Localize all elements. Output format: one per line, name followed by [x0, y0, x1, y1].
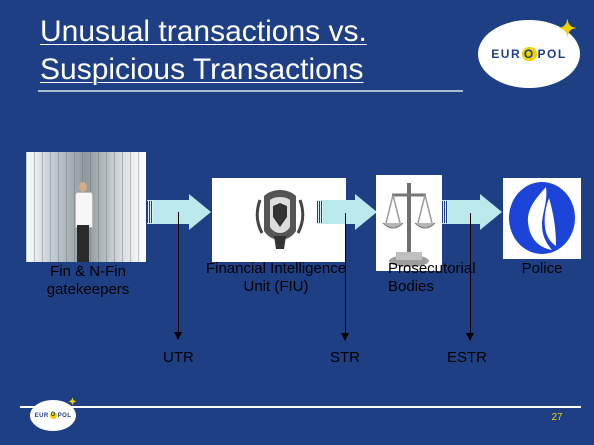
node-label-prosecutorial: Prosecutorial Bodies	[388, 260, 476, 295]
slide-title-line-2: Suspicious Transactions	[40, 53, 364, 86]
str-connector	[341, 213, 349, 341]
stars-icon: ✦	[68, 397, 77, 408]
flow-arrow-1	[147, 194, 211, 230]
scales-icon	[382, 183, 436, 267]
flow-label-estr: ESTR	[447, 349, 488, 366]
flow-label-utr: UTR	[163, 349, 194, 366]
person-figure	[74, 182, 93, 262]
slide-title: Unusual transactions vs. Suspicious Tran…	[40, 13, 460, 89]
slide-title-line-1: Unusual transactions vs.	[40, 15, 367, 48]
flow-label-str: STR	[330, 349, 360, 366]
node-label-police: Police	[521, 260, 563, 277]
title-rule	[38, 90, 463, 92]
police-flame-icon	[509, 182, 575, 254]
flow-arrow-2	[317, 194, 377, 230]
flow-arrow-3	[442, 194, 502, 230]
gatekeepers-photo	[26, 152, 146, 262]
node-label-fiu: Financial Intelligence Unit (FIU)	[205, 260, 347, 295]
scales-of-justice-image	[376, 175, 442, 271]
police-logo	[503, 178, 581, 259]
coat-of-arms-icon	[254, 186, 306, 253]
page-number: 27	[551, 412, 563, 423]
node-label-gatekeepers: Fin & N-Fin gatekeepers	[46, 263, 130, 298]
utr-connector	[174, 212, 182, 340]
footer-rule	[20, 406, 581, 408]
stars-icon: ✦	[558, 16, 578, 41]
estr-connector	[466, 213, 474, 341]
